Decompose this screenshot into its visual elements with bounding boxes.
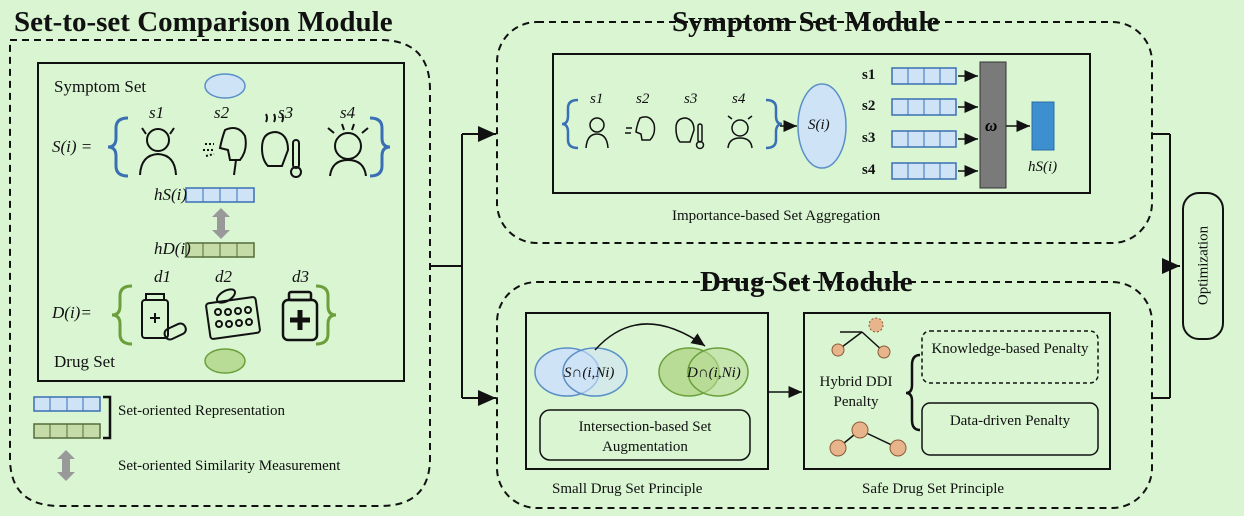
augmentation-box [539,409,751,461]
legend-double-arrow [57,450,75,481]
hd-label: hD(i) [154,239,191,258]
legend-representation-label: Set-oriented Representation [118,403,286,419]
symptom-module-border [496,21,1153,244]
drug-icon-1 [141,293,187,341]
augmentation-arc-arrow [594,323,706,351]
drug-set-ellipse [204,348,246,374]
drug-icon-2 [205,288,261,340]
symptom-set-aggregate-ellipse [797,83,847,169]
row-label-2: s2 [862,98,876,114]
drug-set-label: Drug Set [54,352,115,371]
comparison-module-title: Set-to-set Comparison Module [14,6,393,38]
knowledge-penalty-label: Knowledge-based Penalty [931,341,1089,357]
symptom-label-4: s4 [340,103,356,122]
data-penalty-box [921,402,1099,456]
symptom-set-ellipse [204,73,246,99]
drug-label-3: d3 [292,267,309,286]
knowledge-penalty-box [921,330,1099,384]
safe-drug-set-caption: Safe Drug Set Principle [862,481,1005,497]
symptom-label-1: s1 [149,103,165,122]
comparison-inner-box [37,62,405,382]
similarity-double-arrow [212,208,230,239]
hd-vector [185,242,255,258]
output-label: hS(i) [1028,159,1058,175]
ddi-graph-top [831,317,891,359]
symptom-label-2: s2 [214,103,230,122]
row-label-3: s3 [862,130,876,146]
legend-bracket [103,395,112,440]
row-label-1: s1 [862,67,876,83]
ddi-graph-bottom [829,421,907,457]
drug-module-title: Drug Set Module [700,266,913,298]
symptom-icon-2 [203,127,247,176]
penalty-brace [905,353,921,432]
symptom-icon-1 [139,127,177,176]
safe-drug-set-box [803,312,1111,470]
symptom-set-aggregate-label: S(i) [808,117,830,133]
intersection-d-label: D∩(i,Ni) [687,365,741,381]
legend-vector-green [33,423,101,439]
mini-symptom-label-4: s4 [732,91,746,107]
row-vectors [891,67,957,180]
optimization-box [1182,192,1224,340]
symptom-icon-3 [260,113,302,178]
intersection-s-label: S∩(i,Ni) [564,365,615,381]
comparison-module-border [9,39,431,507]
drug-label-1: d1 [154,267,171,286]
optimization-label: Optimization [1195,225,1212,306]
drug-module-border [496,281,1153,509]
mini-symptom-icons [585,115,753,150]
mini-symptom-label-3: s3 [684,91,698,107]
legend-similarity-label: Set-oriented Similarity Measurement [118,458,341,474]
mini-symptom-label-1: s1 [590,91,604,107]
drug-label-2: d2 [215,267,232,286]
symptom-module-caption: Importance-based Set Aggregation [672,208,881,224]
output-vector [1031,101,1055,151]
augmentation-box-label: Intersection-based Set Augmentation [578,419,712,455]
drug-right-brace [315,284,337,346]
symptom-label-3: s3 [278,103,294,122]
hs-label: hS(i) [154,185,188,204]
mini-symptom-label-2: s2 [636,91,650,107]
data-penalty-label: Data-driven Penalty [949,413,1071,429]
symptom-inner-box [552,53,1091,194]
small-drug-set-caption: Small Drug Set Principle [552,481,703,497]
symptom-left-brace [107,116,129,178]
symptom-icon-4 [327,123,369,177]
hybrid-ddi-label: Hybrid DDI Penalty [819,374,893,410]
omega-weight-block [979,61,1007,189]
small-drug-set-box [525,312,769,470]
legend-vector-blue [33,396,101,412]
symptom-set-label: Symptom Set [54,77,147,96]
symptom-right-brace [369,116,391,178]
symptom-module-title: Symptom Set Module [672,6,940,38]
drug-icon-3 [281,290,319,342]
drug-left-brace [111,284,133,346]
drug-formula: D(i)= [52,303,92,322]
omega-label: ω [985,116,998,135]
row-label-4: s4 [862,162,876,178]
symptom-formula: S(i) = [52,137,93,156]
hs-vector [185,187,255,203]
